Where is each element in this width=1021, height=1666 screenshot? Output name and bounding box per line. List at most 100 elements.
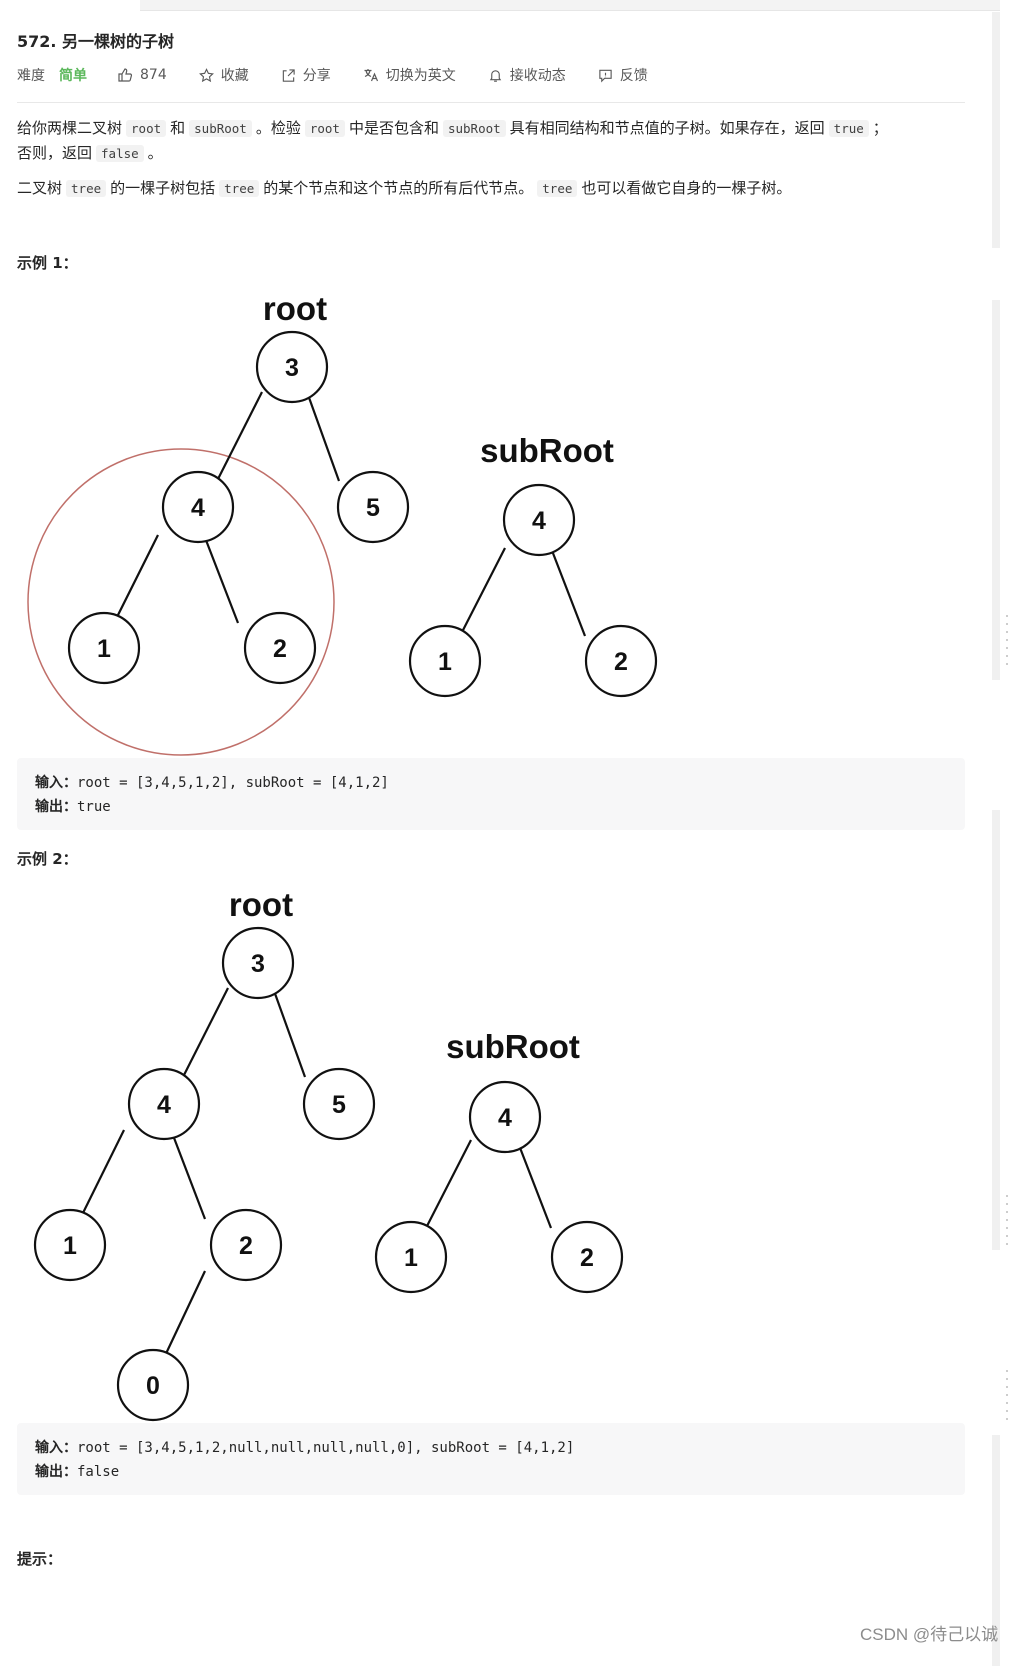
desc-text: 和	[170, 119, 186, 137]
resize-handle-2[interactable]	[1006, 1195, 1009, 1251]
scroll-rail-5	[992, 1435, 1000, 1666]
hints-heading: 提示：	[17, 1550, 63, 1568]
subroot-label: subRoot	[480, 432, 614, 469]
desc-text: 给你两棵二叉树	[17, 119, 123, 137]
node-value: 4	[532, 507, 546, 535]
resize-handle-3[interactable]	[1006, 1370, 1009, 1426]
example-2-io-block: 输入：root = [3,4,5,1,2,null,null,null,null…	[17, 1423, 965, 1495]
desc-text: 具有相同结构和节点值的子树。如果存在，返回	[509, 119, 825, 137]
root-label: root	[263, 290, 327, 327]
desc-text: 也可以看做它自身的一棵子树。	[581, 179, 792, 197]
translate-icon	[364, 69, 378, 82]
tree-node	[550, 1220, 624, 1294]
node-value: 1	[404, 1244, 418, 1272]
desc-text: 的一棵子树包括	[110, 179, 216, 197]
output-label: 输出：	[35, 1464, 77, 1480]
node-value: 3	[285, 354, 299, 382]
example-2-heading: 示例 2：	[17, 850, 78, 868]
inline-code: root	[126, 120, 167, 137]
tree-node	[116, 1348, 190, 1422]
feedback-icon	[599, 69, 612, 82]
desc-text: 否则，返回	[17, 144, 93, 162]
tree-node	[67, 611, 141, 685]
desc-text: 中是否包含和	[348, 119, 439, 137]
tree-node	[584, 624, 658, 698]
share-label: 分享	[302, 68, 331, 84]
node-value: 4	[191, 494, 205, 522]
like-count: 874	[140, 67, 167, 83]
node-value: 1	[63, 1232, 77, 1260]
difficulty-label: 难度	[17, 68, 45, 84]
tree-node	[408, 624, 482, 698]
tree-node	[468, 1080, 542, 1154]
star-icon	[198, 67, 214, 82]
output-value: false	[77, 1464, 120, 1480]
top-bar	[140, 0, 1000, 11]
share-button[interactable]: 分享	[281, 65, 331, 85]
inline-code: tree	[537, 180, 578, 197]
subscribe-button[interactable]: 接收动态	[488, 65, 566, 85]
resize-handle[interactable]	[1006, 615, 1009, 671]
node-value: 4	[157, 1091, 171, 1119]
input-value: root = [3,4,5,1,2], subRoot = [4,1,2]	[77, 775, 389, 791]
root-label: root	[229, 886, 293, 923]
scroll-rail-4	[992, 810, 1000, 1250]
output-label: 输出：	[35, 799, 77, 815]
like-button[interactable]: 874	[117, 67, 167, 83]
inline-code: tree	[66, 180, 107, 197]
input-label: 输入：	[35, 1440, 77, 1456]
example-2-tree-diagram: root subRoot 3 4 5 1 2 0 4 1 2	[33, 886, 624, 1422]
tree-node	[302, 1067, 376, 1141]
tree-node	[221, 926, 295, 1000]
tree-node	[374, 1220, 448, 1294]
node-value: 2	[580, 1244, 594, 1272]
subscribe-label: 接收动态	[509, 68, 566, 84]
inline-code: subRoot	[442, 120, 506, 137]
desc-text: 。	[147, 144, 163, 162]
example-1-heading: 示例 1：	[17, 254, 78, 272]
inline-code: root	[304, 120, 345, 137]
node-value: 5	[366, 494, 380, 522]
node-value: 1	[97, 635, 111, 663]
switch-language-button[interactable]: 切换为英文	[363, 65, 456, 85]
favorite-button[interactable]: 收藏	[198, 65, 249, 85]
feedback-button[interactable]: 反馈	[598, 65, 648, 85]
desc-text: ；	[872, 119, 888, 137]
difficulty-value: 简单	[59, 68, 87, 84]
divider	[17, 102, 965, 103]
bell-icon	[489, 69, 501, 82]
tree-node	[127, 1067, 201, 1141]
example-1-tree-diagram: root subRoot 3 4 5 1 2 4 1 2	[27, 290, 658, 756]
desc-text: 的某个节点和这个节点的所有后代节点。	[263, 179, 534, 197]
feedback-label: 反馈	[619, 68, 648, 84]
thumbs-up-icon	[118, 68, 133, 82]
subtree-highlight-circle	[27, 448, 335, 756]
desc-text: 二叉树	[17, 179, 63, 197]
problem-title: 572. 另一棵树的子树	[17, 32, 175, 51]
node-value: 1	[438, 648, 452, 676]
tree-node	[209, 1208, 283, 1282]
switch-language-label: 切换为英文	[385, 68, 456, 84]
node-value: 3	[251, 950, 265, 978]
tree-node	[336, 470, 410, 544]
tree-node	[161, 470, 235, 544]
node-value: 2	[273, 635, 287, 663]
node-value: 0	[146, 1372, 160, 1400]
tree-node	[243, 611, 317, 685]
share-icon	[282, 68, 295, 82]
node-value: 4	[498, 1104, 512, 1132]
subroot-label: subRoot	[446, 1028, 580, 1065]
input-label: 输入：	[35, 775, 77, 791]
tree-node	[33, 1208, 107, 1282]
input-value: root = [3,4,5,1,2,null,null,null,null,0]…	[77, 1440, 575, 1456]
scroll-rail-3	[992, 440, 1000, 680]
tree-node	[255, 330, 329, 404]
favorite-label: 收藏	[220, 68, 249, 84]
node-value: 2	[239, 1232, 253, 1260]
node-value: 5	[332, 1091, 346, 1119]
output-value: true	[77, 799, 111, 815]
scroll-rail	[992, 12, 1000, 248]
desc-text: 。检验	[255, 119, 301, 137]
watermark: CSDN @待己以诚	[860, 1625, 999, 1644]
